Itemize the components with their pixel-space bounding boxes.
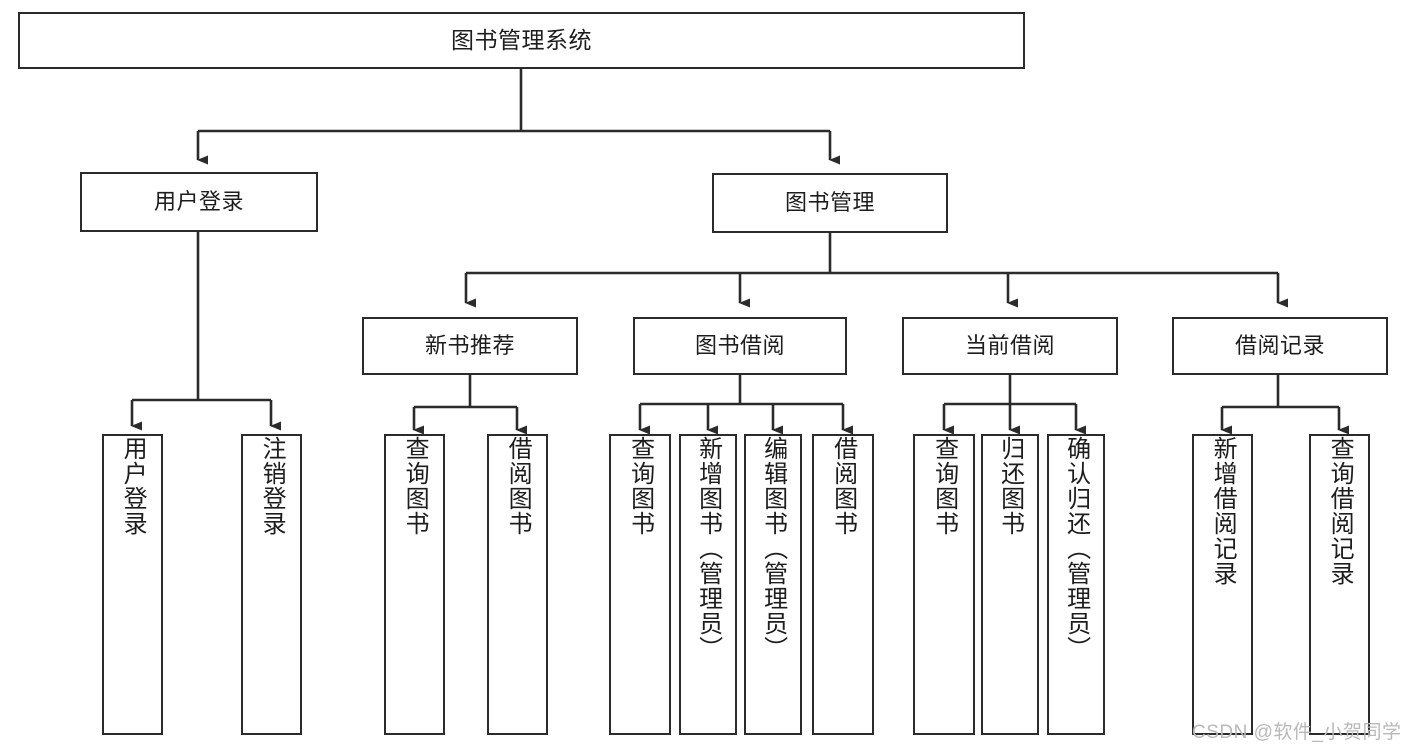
node-leaf-query-borrow-record-label: 查询借阅记录 [1326, 436, 1354, 586]
node-leaf-query-book-current[interactable]: 查询图书 [913, 434, 975, 735]
node-leaf-edit-book-admin-label: 编辑图书（管理员） [759, 436, 787, 661]
node-leaf-logout[interactable]: 注销登录 [241, 434, 302, 735]
node-new-book-recommend-label: 新书推荐 [424, 333, 515, 359]
node-leaf-query-book-new-label: 查询图书 [401, 436, 429, 536]
node-book-management[interactable]: 图书管理 [712, 173, 948, 233]
node-leaf-borrow-book[interactable]: 借阅图书 [812, 434, 874, 735]
node-leaf-user-login-label: 用户登录 [119, 436, 147, 536]
node-leaf-return-book-label: 归还图书 [996, 436, 1024, 536]
node-user-login[interactable]: 用户登录 [80, 172, 318, 232]
node-leaf-borrow-book-label: 借阅图书 [829, 436, 857, 536]
node-book-borrow[interactable]: 图书借阅 [633, 317, 847, 375]
node-leaf-edit-book-admin[interactable]: 编辑图书（管理员） [744, 434, 802, 735]
node-leaf-query-book-borrow-label: 查询图书 [626, 436, 654, 536]
node-leaf-add-borrow-record-label: 新增借阅记录 [1209, 436, 1237, 586]
node-leaf-confirm-return-admin[interactable]: 确认归还（管理员） [1047, 434, 1105, 735]
node-new-book-recommend[interactable]: 新书推荐 [362, 317, 578, 375]
node-leaf-query-borrow-record[interactable]: 查询借阅记录 [1309, 434, 1370, 735]
node-leaf-confirm-return-admin-label: 确认归还（管理员） [1062, 436, 1090, 661]
node-root-book-management-system[interactable]: 图书管理系统 [18, 12, 1025, 69]
node-leaf-borrow-book-new-label: 借阅图书 [504, 436, 532, 536]
node-book-borrow-label: 图书借阅 [694, 333, 785, 359]
node-current-borrow-label: 当前借阅 [964, 333, 1055, 359]
node-book-management-label: 图书管理 [784, 190, 875, 216]
node-borrow-record[interactable]: 借阅记录 [1172, 317, 1388, 375]
node-leaf-borrow-book-new[interactable]: 借阅图书 [487, 434, 548, 735]
node-current-borrow[interactable]: 当前借阅 [902, 317, 1118, 375]
node-leaf-user-login[interactable]: 用户登录 [102, 434, 163, 735]
node-leaf-return-book[interactable]: 归还图书 [981, 434, 1039, 735]
node-leaf-add-book-admin[interactable]: 新增图书（管理员） [679, 434, 737, 735]
node-leaf-logout-label: 注销登录 [258, 436, 286, 536]
node-leaf-query-book-new[interactable]: 查询图书 [384, 434, 445, 735]
csdn-watermark: CSDN @软件_小贺同学 [1192, 722, 1402, 743]
node-leaf-add-book-admin-label: 新增图书（管理员） [694, 436, 722, 661]
node-leaf-query-book-current-label: 查询图书 [930, 436, 958, 536]
node-borrow-record-label: 借阅记录 [1234, 333, 1325, 359]
node-root-label: 图书管理系统 [451, 26, 592, 53]
node-leaf-add-borrow-record[interactable]: 新增借阅记录 [1192, 434, 1253, 735]
node-user-login-label: 用户登录 [153, 189, 244, 215]
node-leaf-query-book-borrow[interactable]: 查询图书 [609, 434, 671, 735]
